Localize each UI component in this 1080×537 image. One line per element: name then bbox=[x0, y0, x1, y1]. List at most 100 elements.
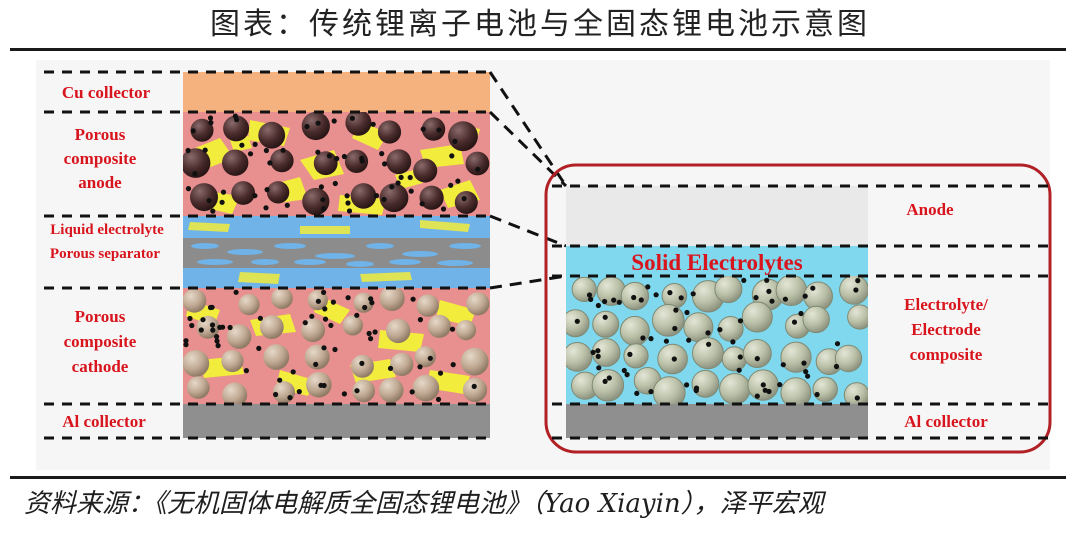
conductive-dot bbox=[362, 304, 368, 311]
conductive-dot bbox=[370, 121, 376, 127]
anode-particle bbox=[350, 183, 377, 209]
conductive-dot bbox=[379, 151, 385, 157]
cathode-particle bbox=[427, 314, 451, 338]
anode-layer-right bbox=[566, 186, 868, 246]
conductive-dot bbox=[302, 320, 308, 326]
conductive-dot bbox=[764, 277, 770, 283]
conductive-dot bbox=[855, 278, 861, 284]
cathode-particle bbox=[304, 344, 330, 370]
conductive-dot bbox=[631, 294, 637, 301]
conductive-dot bbox=[602, 378, 608, 384]
conductive-dot bbox=[389, 184, 395, 190]
conductive-dot bbox=[417, 317, 423, 323]
conductive-dot bbox=[595, 302, 602, 309]
conductive-dot bbox=[419, 201, 425, 207]
conductive-dot bbox=[227, 324, 233, 331]
cathode-particle bbox=[221, 349, 244, 373]
conductive-dot bbox=[332, 346, 338, 353]
conductive-dot bbox=[263, 205, 269, 211]
conductive-dot bbox=[345, 295, 351, 301]
conductive-dot bbox=[586, 292, 593, 298]
conductive-dot bbox=[461, 196, 467, 202]
anode-particle bbox=[465, 151, 490, 176]
conductive-dot bbox=[217, 324, 223, 330]
conductive-dot bbox=[407, 174, 413, 181]
solid-particle bbox=[714, 276, 743, 304]
cathode-particle bbox=[378, 377, 404, 403]
label-porous-separator: Porous separator bbox=[50, 246, 160, 262]
anode-particle bbox=[419, 185, 444, 210]
conductive-dot bbox=[440, 206, 447, 212]
conductive-dot bbox=[372, 329, 378, 335]
conductive-dot bbox=[814, 391, 820, 398]
conductive-dot bbox=[455, 178, 461, 184]
conductive-dot bbox=[239, 142, 245, 148]
anode-particle bbox=[190, 118, 214, 142]
label-cathode-line2: composite bbox=[64, 332, 137, 351]
conductive-dot bbox=[754, 356, 760, 362]
conductive-dot bbox=[706, 341, 712, 347]
conductive-dot bbox=[206, 198, 212, 204]
solid-particle bbox=[741, 301, 773, 333]
conductive-dot bbox=[359, 360, 365, 366]
solid-particle bbox=[812, 376, 838, 403]
conductive-dot bbox=[198, 327, 204, 333]
conductive-dot bbox=[202, 147, 208, 153]
label-composite-line3: composite bbox=[910, 345, 983, 364]
cathode-particles bbox=[183, 288, 490, 404]
solid-particle bbox=[847, 304, 868, 330]
conductive-dot bbox=[183, 342, 189, 348]
conductive-dot bbox=[684, 382, 690, 388]
separator-pores bbox=[191, 243, 481, 267]
conductive-dot bbox=[606, 375, 612, 381]
solid-particle bbox=[566, 309, 590, 338]
conductive-dot bbox=[678, 295, 684, 301]
conductive-dot bbox=[663, 338, 670, 344]
anode-particle bbox=[386, 149, 412, 175]
cathode-particle bbox=[226, 324, 252, 349]
conductive-dot bbox=[341, 391, 347, 397]
anode-dots bbox=[185, 113, 481, 214]
conductive-dot bbox=[452, 138, 458, 144]
conductive-dot bbox=[754, 393, 760, 399]
conductive-dot bbox=[760, 382, 766, 388]
cathode-particle bbox=[222, 382, 248, 404]
conductive-dot bbox=[420, 126, 426, 132]
conductive-dot bbox=[736, 367, 742, 373]
conductive-dot bbox=[834, 341, 841, 347]
conductive-dot bbox=[782, 296, 789, 302]
conductive-dot bbox=[332, 180, 338, 187]
anode-particle bbox=[301, 112, 330, 141]
conductive-dot bbox=[267, 160, 273, 166]
conductive-dot bbox=[449, 326, 456, 332]
solid-particle bbox=[834, 344, 863, 373]
conductive-dot bbox=[200, 317, 206, 323]
conductive-dot bbox=[284, 202, 290, 208]
conductive-dot bbox=[588, 296, 594, 302]
anode-particle bbox=[302, 187, 330, 216]
anode-particle bbox=[222, 149, 249, 176]
solid-particle bbox=[843, 382, 868, 404]
label-cathode-line3: cathode bbox=[72, 357, 129, 376]
conductive-dot bbox=[602, 314, 608, 320]
solid-particle bbox=[802, 305, 830, 334]
al-collector-layer-left bbox=[183, 404, 490, 438]
conductive-dot bbox=[345, 200, 351, 206]
conductive-dot bbox=[671, 356, 677, 362]
conductive-dot bbox=[341, 153, 347, 160]
anode-particle bbox=[258, 121, 286, 149]
label-liquid-electrolyte: Liquid electrolyte bbox=[50, 222, 164, 238]
conductive-dot bbox=[233, 289, 239, 295]
conductive-dot bbox=[596, 365, 602, 371]
conductive-dot bbox=[187, 315, 193, 322]
cathode-particle bbox=[460, 347, 489, 376]
cathode-particle bbox=[379, 288, 405, 311]
conductive-dot bbox=[219, 199, 225, 205]
label-anode-right: Anode bbox=[906, 200, 954, 219]
conductive-dot bbox=[330, 299, 336, 305]
left-dashed-lines bbox=[44, 70, 490, 440]
conductive-dot bbox=[252, 193, 258, 199]
anode-particle bbox=[421, 117, 446, 141]
label-cathode-line1: Porous bbox=[75, 307, 126, 326]
conductive-dot bbox=[247, 151, 254, 157]
